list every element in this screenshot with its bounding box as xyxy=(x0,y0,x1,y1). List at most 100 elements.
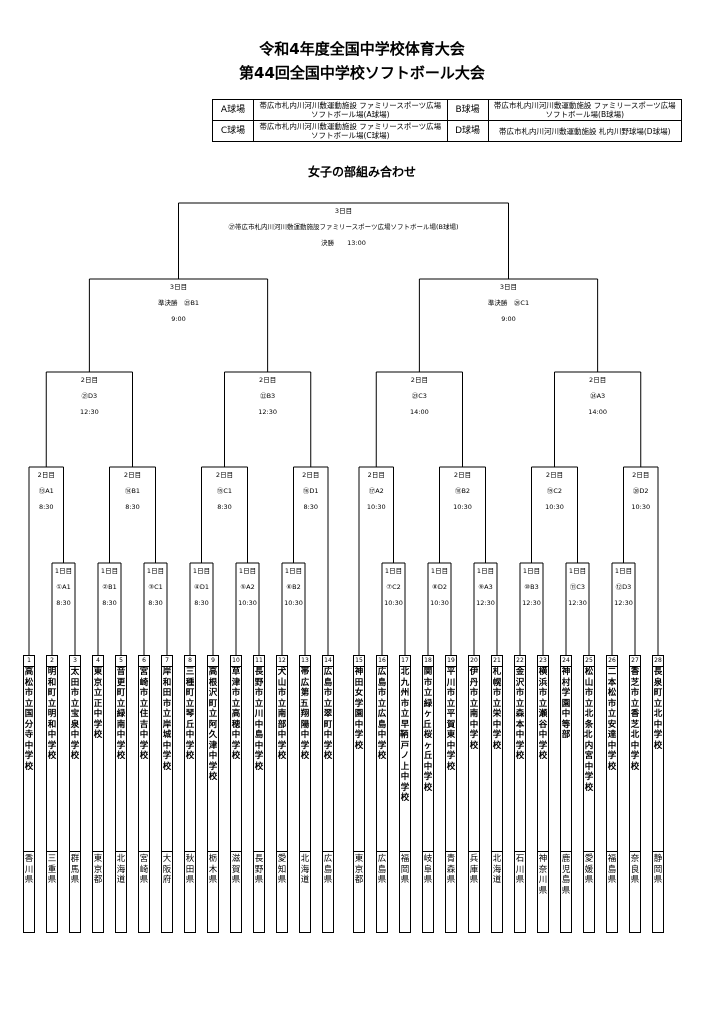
match-label-line: ㉓C3 xyxy=(411,392,427,400)
team-name: 宮崎市立住吉中学校 xyxy=(139,667,149,761)
team-name: 高松市立国分寺中学校 xyxy=(24,667,34,772)
team-prefecture: 三重県 xyxy=(47,851,57,886)
team-name: 金沢市立森本中学校 xyxy=(515,667,525,761)
team-number: 1 xyxy=(24,656,34,667)
team-prefecture: 宮崎県 xyxy=(139,851,149,886)
team-number: 7 xyxy=(162,656,172,667)
match-label-line: ⑳D2 xyxy=(632,487,649,495)
match-label-line: 10:30 xyxy=(238,599,257,607)
tournament-subtitle: 第44回全国中学校ソフトボール大会 xyxy=(239,64,485,82)
team-prefecture: 東京都 xyxy=(93,851,103,886)
match-label-line: 12:30 xyxy=(80,408,99,416)
match-label-line: 2日目 xyxy=(215,471,234,479)
match-label-line: 12:30 xyxy=(522,599,541,607)
match-label-line: ①A1 xyxy=(56,583,71,591)
team-prefecture: 福島県 xyxy=(607,851,617,886)
match-label-line: 3日目 xyxy=(169,283,188,291)
match-label-line: 1日目 xyxy=(568,567,587,575)
match-label-line: 8:30 xyxy=(148,599,163,607)
match-label-line: 1日目 xyxy=(100,567,119,575)
team-prefecture: 香川県 xyxy=(24,851,34,886)
match-label-line: 10:30 xyxy=(453,503,472,511)
match-label-line: 2日目 xyxy=(632,471,650,479)
team-name: 札幌市立栄中学校 xyxy=(492,667,502,751)
match-label-line: 14:00 xyxy=(410,408,429,416)
match-label-line: ⑫D3 xyxy=(615,583,632,591)
team-prefecture: 愛知県 xyxy=(277,851,287,886)
match-label-line: 8:30 xyxy=(56,599,71,607)
team-name: 横浜市立瀬谷中学校 xyxy=(538,667,548,761)
team-name: 太田市立宝泉中学校 xyxy=(70,667,80,761)
venue-name: 帯広市札内川河川敷運動施設 ファミリースポーツ広場ソフトボール場(C球場) xyxy=(253,120,448,142)
match-label-line: 8:30 xyxy=(217,503,232,511)
team-number: 3 xyxy=(70,656,80,667)
team-name: 神田女学園中学校 xyxy=(354,667,364,751)
team-number: 21 xyxy=(492,656,502,667)
round1-match-label: 1日目 ①A1 8:30 xyxy=(55,567,72,615)
team-number: 6 xyxy=(139,656,149,667)
match-label-line: ⑭B1 xyxy=(124,487,141,495)
team-prefecture: 北海道 xyxy=(300,851,310,886)
venue-name: 帯広市札内川河川敷運動施設 札内川野球場(D球場) xyxy=(487,120,683,142)
team-name: 広島市立翠町中学校 xyxy=(323,667,333,761)
match-label-line: 2日目 xyxy=(123,471,142,479)
match-label-line: 12:30 xyxy=(476,599,495,607)
match-label-line: 1日目 xyxy=(54,567,73,575)
team-prefecture: 長野県 xyxy=(254,851,264,886)
match-label-line: 1日目 xyxy=(384,567,403,575)
team-prefecture: 青森県 xyxy=(446,851,456,886)
team-prefecture: 栃木県 xyxy=(208,851,218,886)
team-number: 11 xyxy=(254,656,264,667)
match-label-line: 8:30 xyxy=(194,599,209,607)
team-number: 28 xyxy=(653,656,663,667)
match-label-line: 10:30 xyxy=(631,503,651,511)
team-number: 19 xyxy=(446,656,456,667)
team-number: 4 xyxy=(93,656,103,667)
match-label-line: 準決勝 ㉖C1 xyxy=(487,299,530,307)
match-label-line: ⑤A2 xyxy=(240,583,255,591)
team-name: 岸和田市立岸城中学校 xyxy=(162,667,172,772)
match-label-line: ⑨A3 xyxy=(478,583,493,591)
bracket-heading: 女子の部組み合わせ xyxy=(307,165,416,179)
team-name: 神村学園中等部 xyxy=(561,667,571,740)
match-label-line: 3日目 xyxy=(334,207,353,215)
match-label-line: 2日目 xyxy=(259,376,277,384)
match-label-line: ㉗帯広市札内川河川敷運動施設ファミリースポーツ広場ソフトボール場(B球場) xyxy=(228,223,459,231)
match-label-line: 10:30 xyxy=(430,599,449,607)
team-number: 16 xyxy=(377,656,387,667)
match-label-line: ⑪C3 xyxy=(569,583,586,591)
match-label-line: ⑱B2 xyxy=(454,487,471,495)
team-prefecture: 東京都 xyxy=(354,851,364,886)
team-prefecture: 北海道 xyxy=(492,851,502,886)
team-name: 高根沢町立阿久津中学校 xyxy=(208,667,218,782)
team-prefecture: 秋田県 xyxy=(185,851,195,886)
team-name: 北九州市立早鞆・戸ノ上中学校 xyxy=(400,667,410,803)
match-label-line: ⑲C2 xyxy=(546,487,563,495)
match-label-line: 12:30 xyxy=(568,599,587,607)
team-number: 20 xyxy=(469,656,479,667)
match-label-line: 2日目 xyxy=(545,471,564,479)
team-prefecture: 北海道 xyxy=(116,851,126,886)
match-label-line: ④D1 xyxy=(194,583,209,591)
